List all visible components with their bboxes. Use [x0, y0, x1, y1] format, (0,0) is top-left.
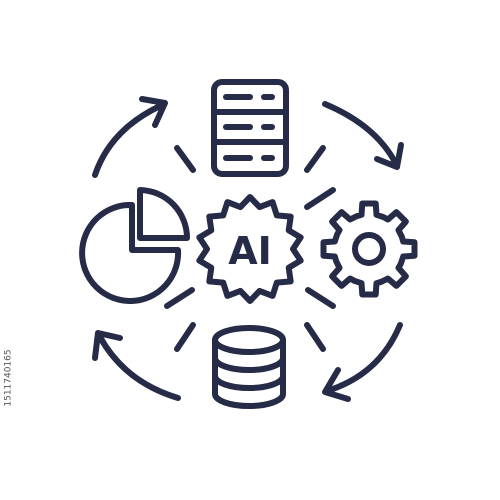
arrow-bottom-left-icon: [92, 330, 181, 401]
dash: [304, 322, 326, 352]
gear-icon: [320, 200, 418, 298]
arrow-top-right-icon: [322, 101, 404, 170]
arrow-bottom-right-icon: [322, 322, 403, 402]
server-icon: [211, 79, 289, 177]
dash: [174, 322, 196, 352]
pie-chart-icon: [79, 187, 190, 304]
dash: [174, 145, 196, 173]
ai-label: AI: [228, 229, 272, 273]
dash: [304, 187, 336, 210]
stock-id-watermark: 1511740165: [0, 338, 18, 418]
dash: [304, 145, 326, 173]
dash: [305, 287, 336, 309]
dash: [164, 287, 195, 309]
stock-id-text: 1511740165: [4, 349, 15, 407]
radial-dashes: [164, 145, 336, 352]
ai-badge-icon: AI: [196, 194, 304, 304]
arrow-top-left-icon: [92, 96, 168, 178]
database-icon: [212, 325, 286, 409]
cycle-arrows: [92, 96, 404, 402]
